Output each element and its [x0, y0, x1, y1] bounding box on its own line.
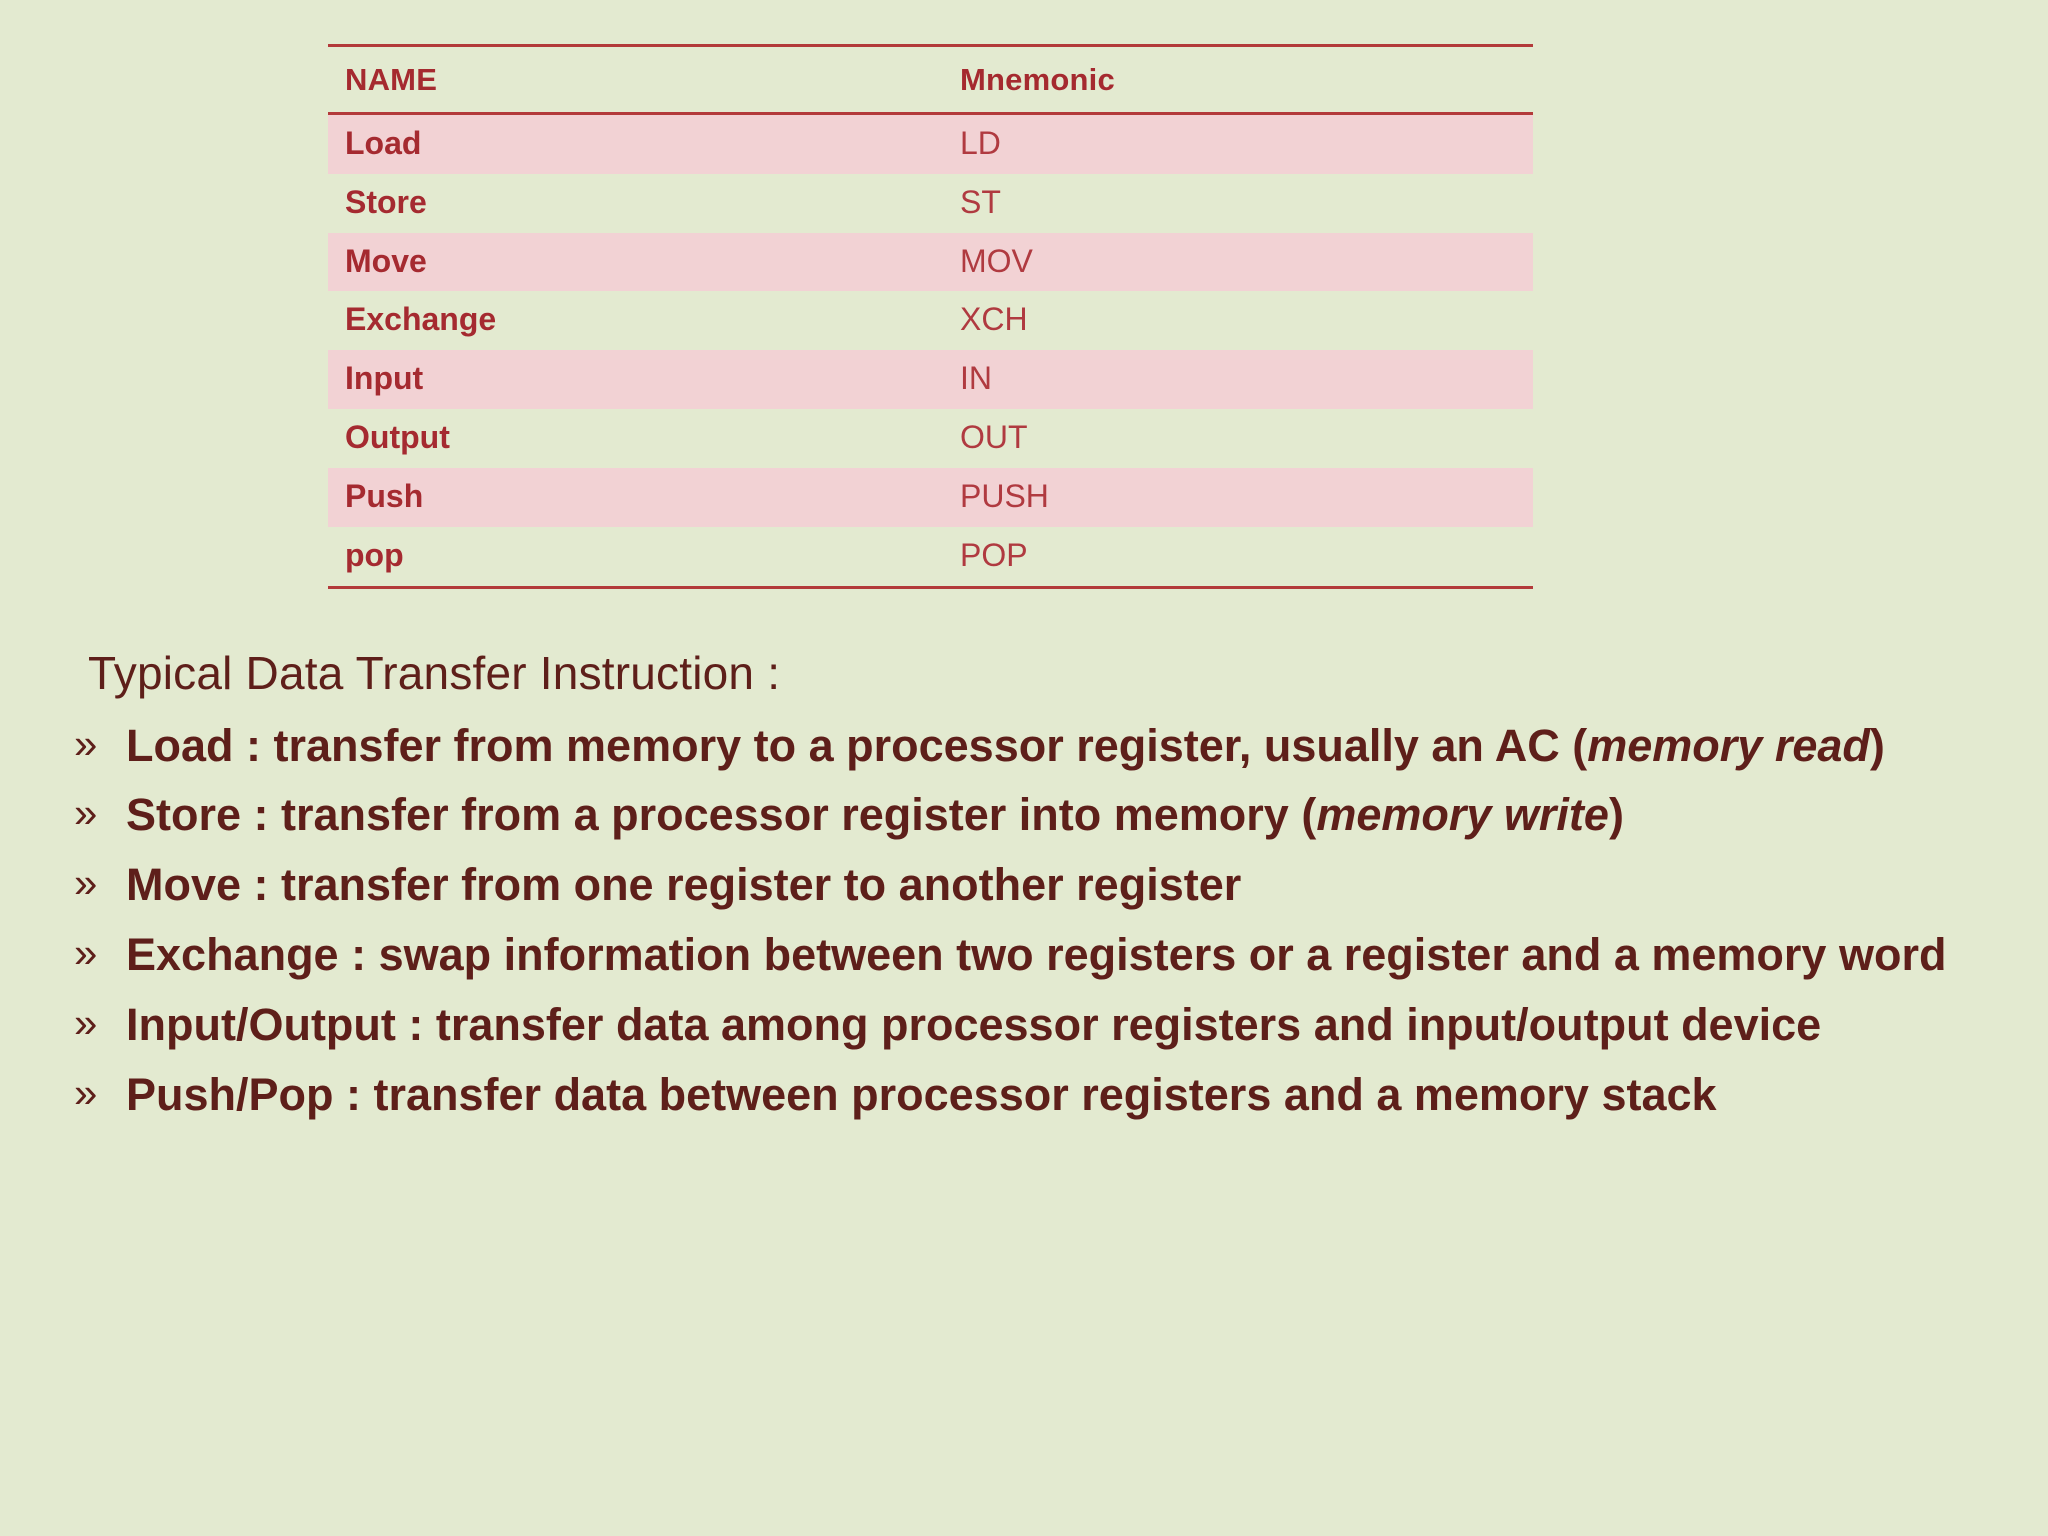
cell-name: Move [345, 242, 427, 279]
table-body: Load LD Store ST Move MOV Exchange XCH I… [328, 113, 1533, 588]
table-header: NAME Mnemonic [328, 45, 1533, 114]
cell-mnemonic: XCH [960, 301, 1028, 338]
bullet-list: » Load : transfer from memory to a proces… [74, 718, 1988, 1123]
bullet-text-before: Exchange : swap information between two … [126, 928, 1947, 980]
bullet-text-before: Store : transfer from a processor regist… [126, 789, 1317, 841]
bullet-text-before: Move : transfer from one register to ano… [126, 859, 1242, 911]
lead-text: Typical Data Transfer Instruction : [88, 647, 781, 699]
cell-name: Input [345, 360, 424, 397]
cell-mnemonic: OUT [960, 419, 1028, 456]
instruction-table: NAME Mnemonic Load LD Store ST Move MOV [328, 44, 1533, 589]
column-header-name: NAME [345, 62, 438, 97]
table-row: Input IN [328, 350, 1533, 410]
bullet-marker-icon: » [74, 928, 98, 976]
bullet-text-before: Input/Output : transfer data among proce… [126, 998, 1822, 1050]
table-row: Push PUSH [328, 467, 1533, 527]
bullet-marker-icon: » [74, 859, 98, 907]
table-row: Output OUT [328, 409, 1533, 468]
table-row: pop POP [328, 527, 1533, 588]
bullet-text-after: ) [1608, 789, 1624, 841]
cell-mnemonic: LD [960, 125, 1001, 161]
column-header-mnemonic: Mnemonic [960, 62, 1115, 97]
cell-mnemonic: POP [960, 536, 1028, 573]
list-item: » Input/Output : transfer data among proc… [74, 997, 1988, 1053]
body-content: Typical Data Transfer Instruction : » Loa… [74, 647, 1988, 1136]
bullet-text-before: Push/Pop : transfer data between process… [126, 1068, 1717, 1120]
cell-name: Push [345, 477, 424, 514]
bullet-text-after: ) [1869, 719, 1885, 771]
bullet-text-before: Load : transfer from memory to a process… [126, 719, 1588, 771]
cell-mnemonic: MOV [960, 242, 1033, 279]
list-item: » Move : transfer from one register to an… [74, 857, 1988, 913]
cell-mnemonic: ST [960, 183, 1001, 220]
list-item: » Store : transfer from a processor regis… [74, 787, 1988, 843]
cell-name: pop [345, 536, 404, 573]
bullet-text-italic: memory read [1587, 719, 1870, 771]
cell-name: Store [345, 183, 427, 220]
table-row: Store ST [328, 174, 1533, 233]
bullet-marker-icon: » [74, 1068, 98, 1116]
table-row: Load LD [328, 113, 1533, 174]
list-item: » Load : transfer from memory to a proces… [74, 718, 1988, 774]
list-item: » Push/Pop : transfer data between proces… [74, 1067, 1988, 1123]
cell-mnemonic: IN [960, 360, 992, 397]
bullet-marker-icon: » [74, 998, 98, 1046]
table-row: Exchange XCH [328, 291, 1533, 350]
bullet-marker-icon: » [74, 719, 98, 767]
cell-name: Exchange [345, 301, 497, 338]
cell-name: Output [345, 419, 450, 456]
table-header-row: NAME Mnemonic [328, 45, 1533, 114]
cell-mnemonic: PUSH [960, 477, 1049, 514]
table-row: Move MOV [328, 232, 1533, 292]
instruction-table-container: NAME Mnemonic Load LD Store ST Move MOV [328, 44, 1533, 589]
bullet-marker-icon: » [74, 789, 98, 837]
cell-name: Load [345, 125, 422, 161]
bullet-text-italic: memory write [1316, 789, 1609, 841]
list-item: » Exchange : swap information between two… [74, 927, 1988, 983]
